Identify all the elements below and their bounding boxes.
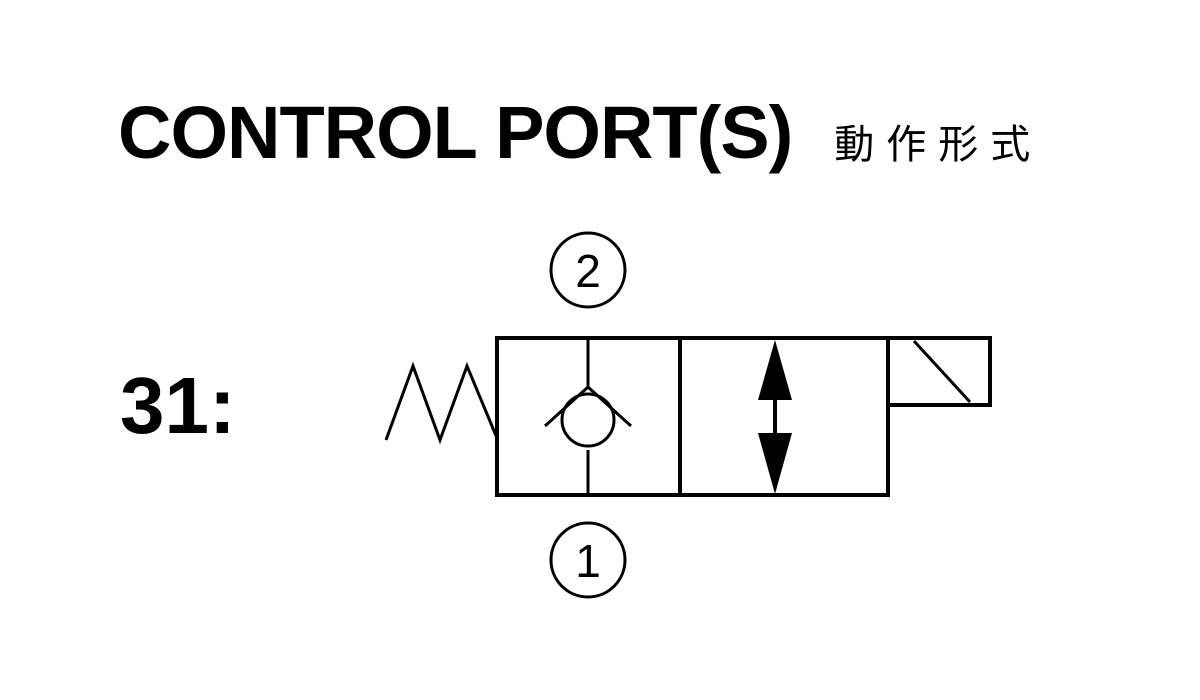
page-title-cn: 動作形式 (834, 122, 1043, 168)
port-2-marker: 2 (549, 231, 627, 309)
valve-envelope-right (678, 336, 890, 497)
solenoid-icon (886, 336, 992, 407)
check-valve-icon (543, 338, 633, 495)
port-2-label: 2 (575, 245, 601, 297)
title-row: CONTROL PORT(S) 動作形式 (118, 90, 1042, 175)
port-1-label: 1 (575, 535, 601, 587)
port-1-marker: 1 (549, 521, 627, 599)
spring-icon (384, 361, 499, 445)
bidirectional-flow-arrow-icon (758, 340, 792, 494)
page-title: CONTROL PORT(S) (118, 91, 793, 174)
symbol-code-label: 31: (120, 361, 236, 450)
